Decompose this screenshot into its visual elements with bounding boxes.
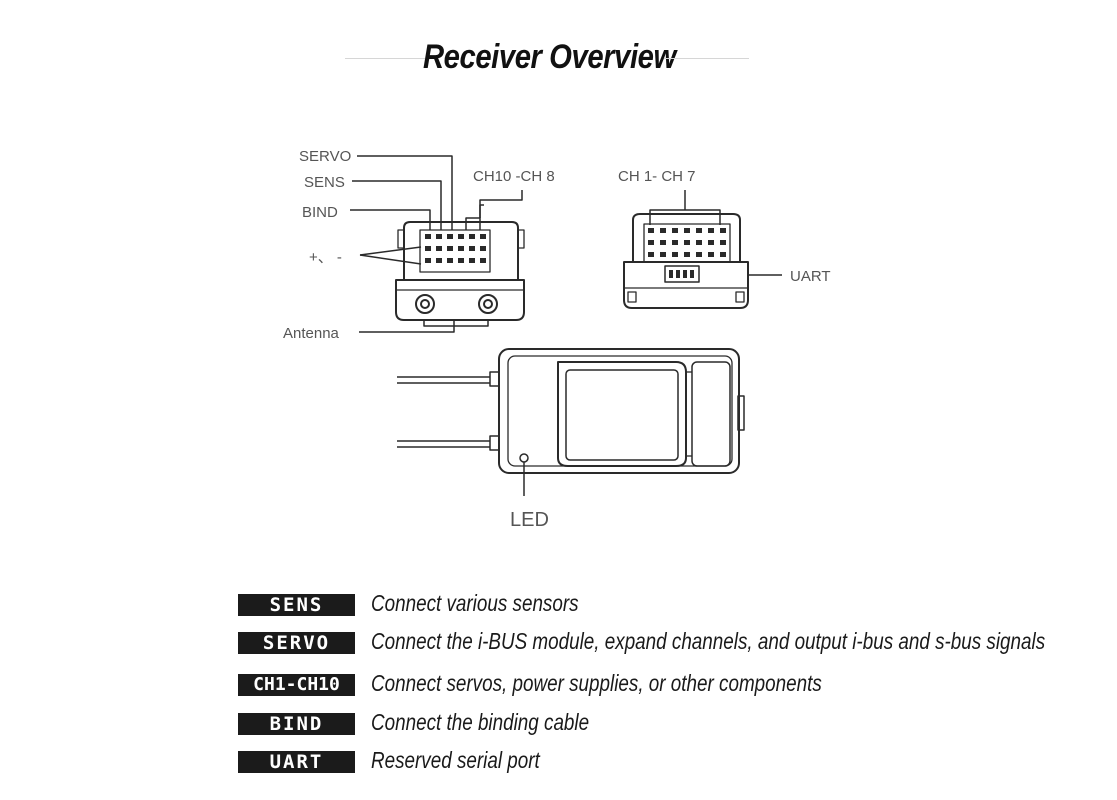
legend-text-sens: Connect various sensors xyxy=(371,590,579,616)
legend-row-servo: SERVO Connect the i-BUS module, expand c… xyxy=(238,628,1098,654)
label-led: LED xyxy=(510,509,549,531)
legend-row-ch1-ch10: CH1-CH10 Connect servos, power supplies,… xyxy=(238,670,1098,696)
legend-row-bind: BIND Connect the binding cable xyxy=(238,709,1098,735)
legend-text-bind: Connect the binding cable xyxy=(371,709,590,735)
legend-badge-sens: SENS xyxy=(238,594,355,616)
label-polarity: +、 - xyxy=(309,249,342,266)
led-indicator xyxy=(519,453,529,463)
label-ch1-ch7: CH 1- CH 7 xyxy=(618,168,696,185)
legend-badge-uart: UART xyxy=(238,751,355,773)
legend-text-servo: Connect the i-BUS module, expand channel… xyxy=(371,628,1046,654)
page-title: Receiver Overview xyxy=(423,38,676,76)
pin-header-left xyxy=(425,234,486,263)
label-sens: SENS xyxy=(304,174,345,191)
title-rule-right xyxy=(664,58,749,59)
leader-lines-right xyxy=(649,190,782,276)
legend-badge-bind: BIND xyxy=(238,713,355,735)
receiver-diagram: SERVO SENS BIND +、 - Antenna CH10 -CH 8 … xyxy=(283,148,831,531)
uart-socket xyxy=(669,270,694,278)
legend-badge-servo: SERVO xyxy=(238,632,355,654)
leader-lines-left xyxy=(350,155,523,333)
receiver-right-end-view xyxy=(623,213,749,309)
legend-badge-ch1-ch10: CH1-CH10 xyxy=(238,674,355,696)
label-antenna: Antenna xyxy=(283,325,340,342)
legend-row-sens: SENS Connect various sensors xyxy=(238,590,1098,616)
receiver-left-end-view xyxy=(395,221,525,321)
title-rule-left xyxy=(345,58,425,59)
pin-header-right xyxy=(648,228,726,257)
legend-text-ch1-ch10: Connect servos, power supplies, or other… xyxy=(371,670,822,696)
receiver-top-view xyxy=(397,348,745,496)
legend-text-uart: Reserved serial port xyxy=(371,747,540,773)
label-servo: SERVO xyxy=(299,148,351,165)
legend-row-uart: UART Reserved serial port xyxy=(238,747,1098,773)
title-row: Receiver Overview xyxy=(0,0,1117,120)
label-ch10-ch8: CH10 -CH 8 xyxy=(473,168,555,185)
label-uart: UART xyxy=(790,268,831,285)
label-bind: BIND xyxy=(302,204,338,221)
